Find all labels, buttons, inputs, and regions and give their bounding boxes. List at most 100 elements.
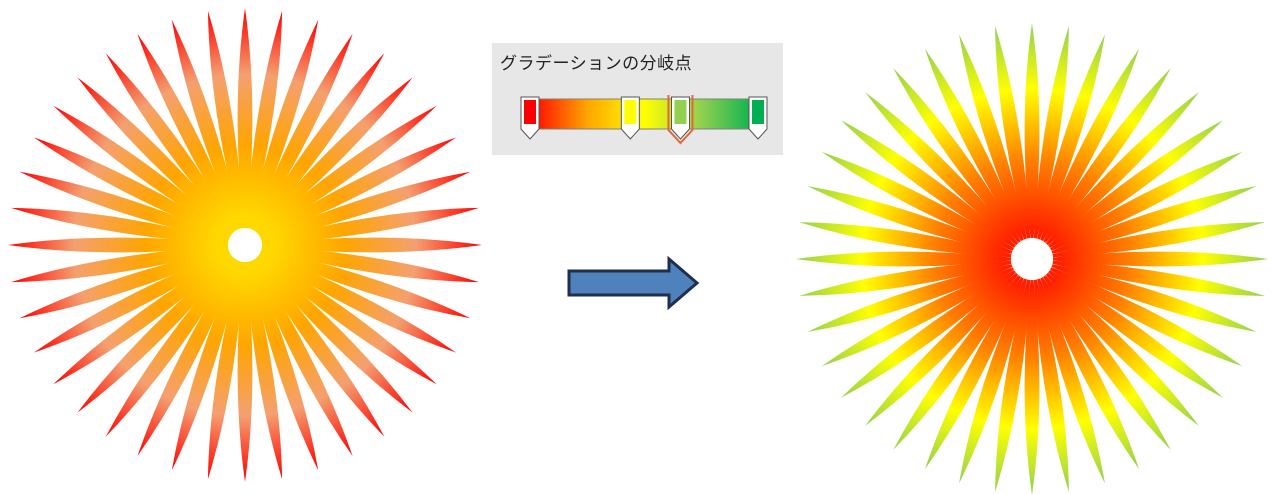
burst-spoke: [798, 260, 1012, 296]
burst-spoke: [865, 92, 1019, 246]
burst-spoke: [33, 251, 231, 353]
burst-spoke: [105, 53, 237, 233]
burst-spoke: [261, 246, 480, 283]
burst-spoke: [1053, 251, 1268, 267]
burst-spoke: [237, 8, 253, 228]
burst-spoke: [259, 137, 457, 239]
burst-spoke: [171, 19, 242, 230]
burst-spoke: [1052, 260, 1266, 296]
burst-spoke: [1033, 279, 1069, 493]
burst-spoke: [253, 257, 385, 437]
burst-spoke: [251, 33, 353, 231]
burst-spoke: [251, 259, 353, 457]
gradient-stop-marker[interactable]: [520, 96, 540, 140]
selected-stop-outline: [667, 95, 694, 145]
burst-spoke: [798, 222, 1012, 258]
stop-color-swatch: [624, 100, 637, 124]
burst-spoke: [8, 237, 228, 253]
burst-spoke: [1040, 277, 1140, 470]
burst-spoke: [924, 48, 1024, 241]
burst-spoke: [841, 270, 1016, 398]
gradient-stop-marker[interactable]: [667, 95, 694, 145]
burst-center: [228, 228, 262, 262]
burst-spoke: [10, 207, 229, 244]
burst-spoke: [1045, 272, 1199, 426]
gradient-bar[interactable]: [529, 98, 759, 130]
burst-spoke: [137, 33, 239, 231]
gradient-stops-panel: グラデーションの分岐点: [492, 43, 783, 155]
burst-spoke: [105, 257, 237, 437]
burst-spoke: [924, 277, 1024, 470]
before-starburst: [8, 8, 482, 482]
burst-spokes: [8, 8, 482, 482]
burst-spoke: [237, 262, 253, 482]
burst-spoke: [260, 171, 471, 242]
burst-spoke: [19, 248, 230, 319]
burst-spoke: [53, 105, 233, 237]
burst-spoke: [171, 260, 242, 471]
burst-spoke: [893, 68, 1021, 243]
stop-color-swatch: [524, 100, 536, 124]
gradient-stops-slider[interactable]: [520, 95, 770, 151]
burst-spoke: [1043, 68, 1171, 243]
burst-spoke: [1051, 264, 1257, 332]
burst-spoke: [1043, 275, 1171, 450]
burst-spoke: [1037, 34, 1105, 240]
burst-spoke: [1051, 186, 1257, 254]
burst-spoke: [959, 278, 1027, 484]
burst-spoke: [255, 255, 413, 413]
burst-spoke: [865, 272, 1019, 426]
burst-spoke: [137, 259, 239, 457]
burst-spoke: [19, 171, 230, 242]
burst-spoke: [796, 251, 1011, 267]
burst-spoke: [246, 10, 283, 229]
burst-spoke: [1037, 278, 1105, 484]
burst-spoke: [255, 77, 413, 235]
burst-spoke: [807, 264, 1013, 332]
burst-spoke: [33, 137, 231, 239]
burst-spoke: [262, 237, 482, 253]
burst-spoke: [995, 279, 1031, 493]
burst-spoke: [253, 53, 385, 233]
burst-center: [1011, 238, 1053, 280]
burst-spoke: [1024, 280, 1040, 494]
burst-spoke: [1045, 92, 1199, 246]
burst-spoke: [807, 186, 1013, 254]
burst-spoke: [841, 120, 1016, 248]
burst-spoke: [248, 19, 319, 230]
burst-spokes: [796, 23, 1268, 494]
burst-spoke: [260, 248, 471, 319]
burst-spoke: [257, 253, 437, 385]
burst-spoke: [259, 251, 457, 353]
burst-spoke: [261, 207, 480, 244]
gradient-stop-marker[interactable]: [748, 96, 768, 140]
stop-color-swatch: [674, 100, 687, 124]
burst-spoke: [1048, 120, 1223, 248]
stop-color-swatch: [752, 100, 764, 124]
burst-spoke: [995, 25, 1031, 239]
burst-spoke: [1024, 23, 1040, 238]
burst-spoke: [1050, 267, 1243, 367]
burst-spoke: [1040, 48, 1140, 241]
burst-spoke: [1052, 222, 1266, 258]
right-arrow-icon: [567, 255, 700, 311]
burst-spoke: [53, 253, 233, 385]
burst-spoke: [246, 261, 283, 480]
burst-spoke: [77, 77, 235, 235]
gradient-stop-marker[interactable]: [620, 96, 640, 140]
burst-spoke: [821, 151, 1014, 251]
burst-spoke: [821, 267, 1014, 367]
burst-spoke: [207, 10, 244, 229]
burst-spoke: [10, 246, 229, 283]
burst-spoke: [1033, 25, 1069, 239]
burst-spoke: [248, 260, 319, 471]
burst-spoke: [257, 105, 437, 237]
burst-spoke: [1048, 270, 1223, 398]
burst-spoke: [77, 255, 235, 413]
gradient-stops-label: グラデーションの分岐点: [500, 54, 693, 74]
burst-spoke: [1050, 151, 1243, 251]
burst-spoke: [207, 261, 244, 480]
burst-spoke: [959, 34, 1027, 240]
after-starburst: [796, 23, 1268, 494]
arrow-shape: [567, 255, 700, 311]
